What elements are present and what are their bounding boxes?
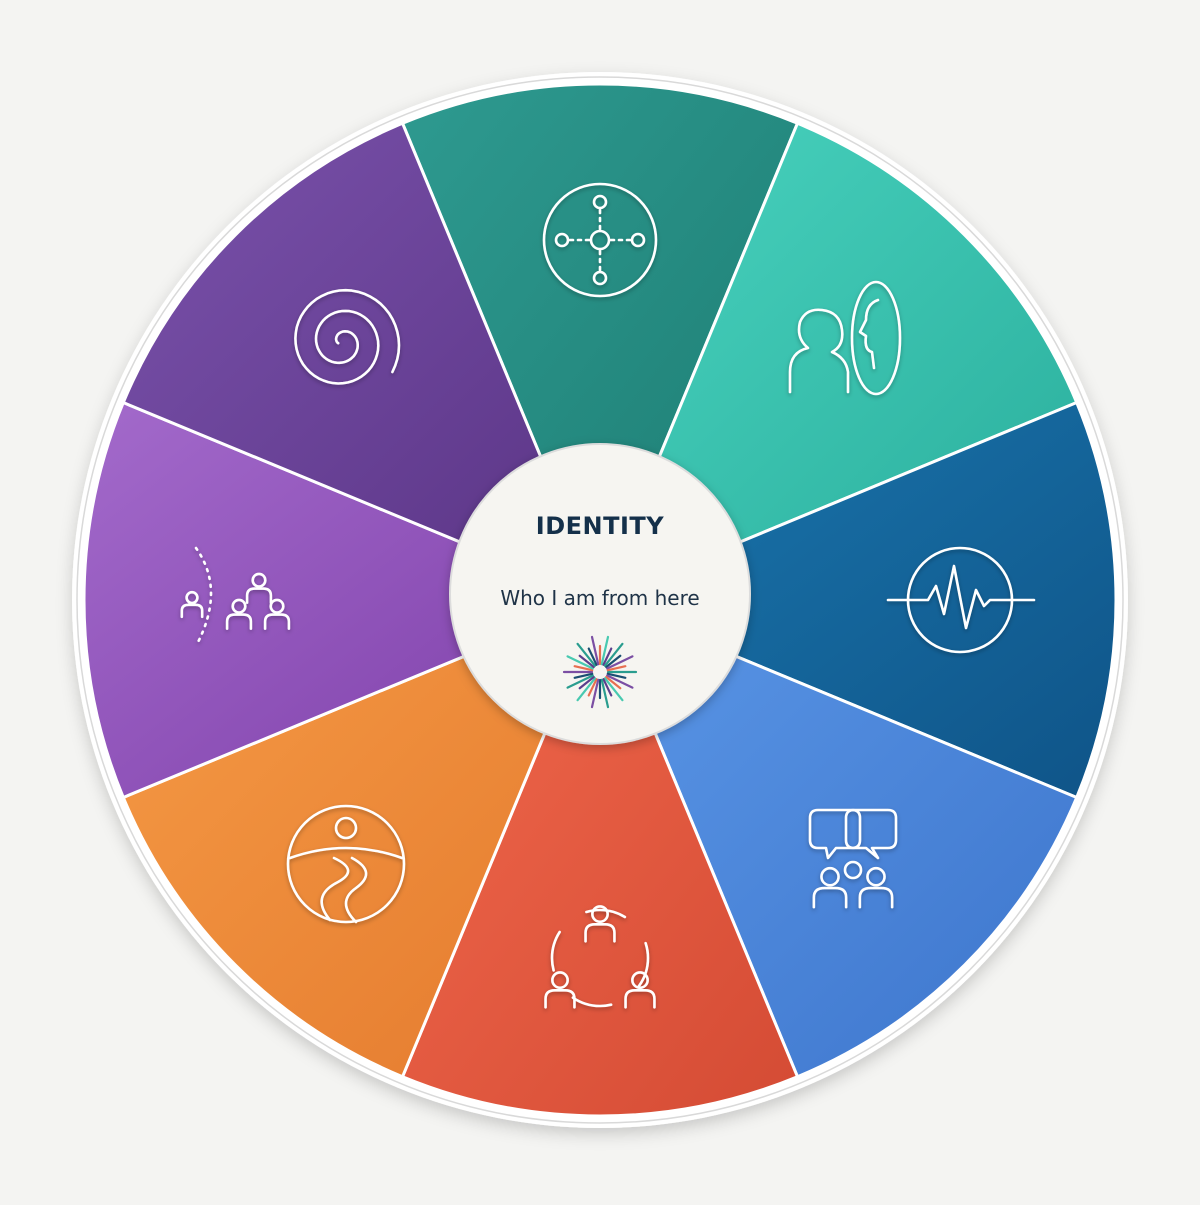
network-node-icon [542, 182, 658, 298]
starburst-ray [587, 678, 598, 697]
segment-network-node[interactable] [401, 82, 799, 602]
starburst-ray [603, 677, 624, 702]
hub-title: IDENTITY [535, 512, 665, 540]
segment-landscape-path[interactable] [121, 598, 602, 1079]
starburst-ray [587, 647, 598, 666]
center-hub [449, 443, 751, 745]
starburst-ray [590, 635, 600, 666]
heartbeat-pulse-icon [886, 546, 1036, 654]
starburst-ray [566, 674, 594, 689]
starburst-ray [602, 647, 613, 666]
starburst-icon [562, 635, 638, 709]
segment-spiral[interactable] [121, 121, 602, 602]
starburst-ray [573, 672, 594, 679]
segment-conversation-group[interactable] [598, 598, 1079, 1079]
starburst-ray [590, 678, 600, 709]
starburst-ray [576, 677, 597, 702]
segment-mirror-reflection[interactable] [598, 121, 1079, 602]
starburst-ray [573, 665, 594, 672]
wheel-rim-line [76, 76, 1124, 1124]
starburst-ray [566, 655, 594, 670]
segment-icons [180, 182, 1036, 1009]
starburst-ray [600, 635, 610, 666]
conversation-group-icon [808, 808, 898, 909]
segment-heartbeat-pulse[interactable] [598, 401, 1118, 799]
starburst-ray [606, 665, 627, 672]
starburst-ray [606, 655, 634, 670]
mirror-reflection-icon [788, 280, 902, 396]
segment-community-circle[interactable] [401, 598, 799, 1118]
starburst-ray [606, 672, 627, 679]
starburst-ray [600, 678, 610, 709]
hub-subtitle: Who I am from here [500, 586, 700, 610]
starburst-ray [603, 642, 624, 667]
boundary-group-icon [180, 546, 291, 648]
wheel-segments [82, 82, 1118, 1118]
spiral-icon [294, 288, 401, 385]
segment-boundary-group[interactable] [82, 401, 602, 799]
starburst-ray [578, 654, 595, 669]
starburst-ray [578, 675, 595, 690]
starburst-ray [602, 678, 613, 697]
starburst-ray [606, 674, 634, 689]
community-circle-icon [544, 905, 656, 1009]
landscape-path-icon [286, 804, 406, 924]
starburst-ray [605, 675, 622, 690]
starburst-ray [576, 642, 597, 667]
starburst-ray [605, 654, 622, 669]
